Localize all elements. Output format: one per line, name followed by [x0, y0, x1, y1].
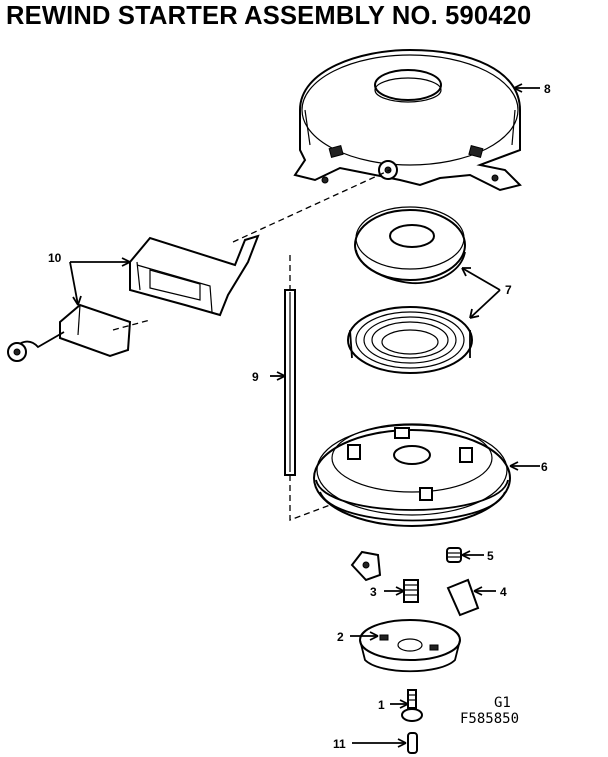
starter-handle: [129, 234, 260, 317]
starter-pulley: [313, 423, 511, 527]
callout-9: 9: [252, 370, 259, 384]
callout-4: 4: [500, 585, 507, 599]
rope-path-line: [112, 319, 151, 331]
rope-path-line: [232, 169, 391, 243]
callout-2: 2: [337, 630, 344, 644]
roll-pin: [407, 732, 418, 754]
retainer-cup: [359, 619, 461, 673]
callout-3: 3: [370, 585, 377, 599]
figure-code-line1: G1: [494, 695, 511, 711]
leader-lines: [69, 83, 540, 748]
callout-8: 8: [544, 82, 551, 96]
callout-1: 1: [378, 698, 385, 712]
callout-6: 6: [541, 460, 548, 474]
pawl: [446, 578, 480, 617]
starter-housing: [293, 48, 522, 192]
starter-rope: [284, 289, 296, 476]
callout-10: 10: [48, 251, 62, 265]
callout-5: 5: [487, 549, 494, 563]
callout-11: 11: [333, 737, 346, 751]
rope-knot: [7, 331, 65, 362]
center-screw: [401, 689, 423, 722]
compression-spring: [403, 579, 419, 603]
recoil-spring: [347, 306, 473, 374]
brake-washer: [350, 550, 382, 582]
pawl-spring: [446, 547, 462, 563]
spring-retainer-cup: [354, 206, 466, 285]
handle-insert: [59, 303, 132, 358]
rope-path-line: [289, 475, 331, 521]
figure-code-line2: F585850: [460, 711, 519, 727]
callout-7: 7: [505, 283, 512, 297]
diagram-title: REWIND STARTER ASSEMBLY NO. 590420: [6, 2, 532, 30]
